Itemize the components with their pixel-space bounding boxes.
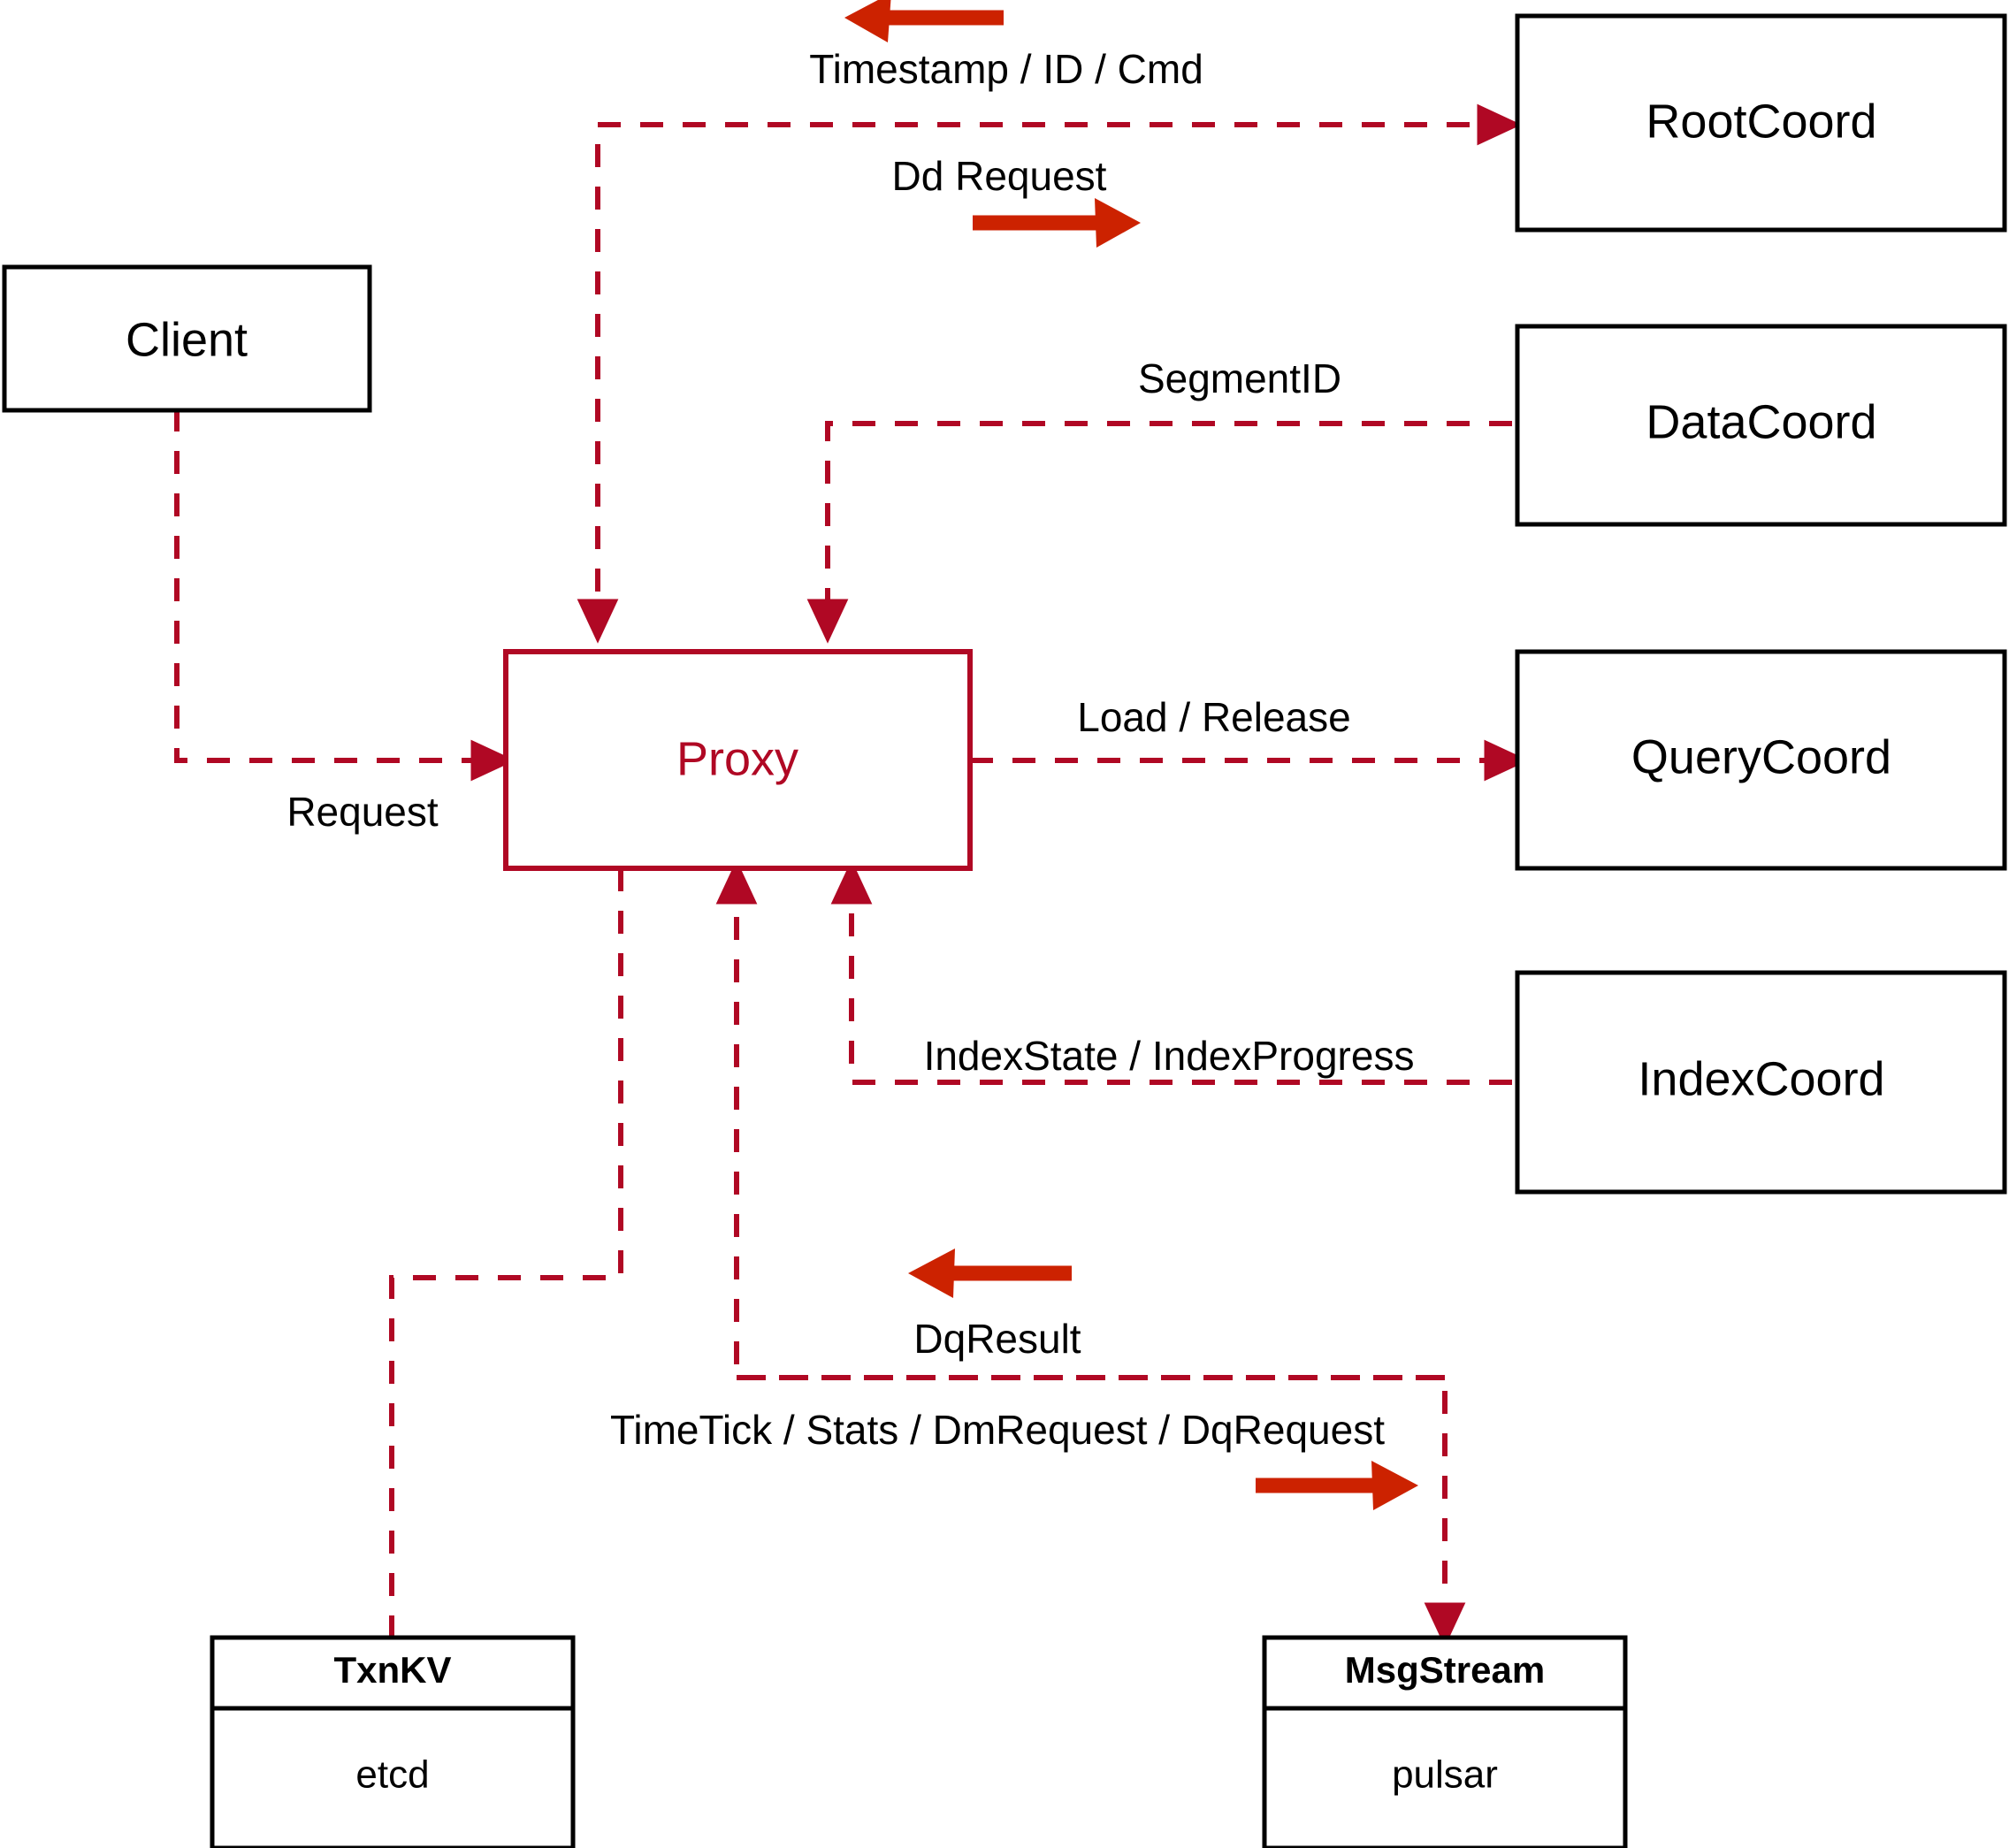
node-txnkv[interactable]: TxnKV etcd — [210, 1635, 576, 1848]
node-proxy[interactable]: Proxy — [503, 649, 973, 871]
rootcoord-label: RootCoord — [1646, 95, 1876, 148]
txnkv-box[interactable] — [210, 1635, 576, 1848]
edge-segment-id — [806, 421, 1512, 644]
edge-request — [174, 409, 516, 782]
datacoord-label: DataCoord — [1646, 395, 1876, 448]
indexcoord-box[interactable] — [1515, 970, 2007, 1195]
msgstream-box[interactable] — [1262, 1635, 1628, 1848]
node-client[interactable]: Client — [2, 264, 372, 413]
node-querycoord[interactable]: QueryCoord — [1515, 649, 2007, 871]
edge-timestamp-id-cmd — [577, 122, 1512, 644]
dd-request-direction-arrow — [973, 198, 1141, 248]
label-index-state-progress: IndexState / IndexProgress — [924, 1033, 1415, 1079]
edge-label-group: Timestamp / ID / Cmd Dd Request SegmentI… — [286, 46, 1414, 1453]
txnkv-label: TxnKV — [333, 1649, 451, 1691]
msgstream-label: MsgStream — [1345, 1649, 1545, 1691]
label-segment-id: SegmentID — [1138, 355, 1341, 401]
querycoord-box[interactable] — [1515, 649, 2007, 871]
node-indexcoord[interactable]: IndexCoord — [1515, 970, 2007, 1195]
label-timestamp-id-cmd: Timestamp / ID / Cmd — [809, 46, 1203, 92]
msgstream-sublabel: pulsar — [1392, 1753, 1498, 1797]
proxy-label: Proxy — [676, 732, 798, 785]
label-request: Request — [286, 789, 439, 835]
timetick-direction-arrow — [1256, 1461, 1418, 1510]
label-load-release: Load / Release — [1077, 694, 1350, 740]
label-timetick-stats: TimeTick / Stats / DmRequest / DqRequest — [610, 1407, 1385, 1453]
dqresult-direction-arrow — [908, 1249, 1072, 1298]
rootcoord-box[interactable] — [1515, 13, 2007, 233]
querycoord-label: QueryCoord — [1631, 730, 1891, 783]
edge-index-state-progress — [830, 859, 1512, 1085]
datacoord-box[interactable] — [1515, 324, 2007, 527]
node-msgstream[interactable]: MsgStream pulsar — [1262, 1635, 1628, 1848]
proxy-box[interactable] — [503, 649, 973, 871]
timestamp-direction-arrow — [844, 0, 1004, 42]
edge-proxy-to-txnkv — [389, 868, 623, 1638]
indexcoord-label: IndexCoord — [1638, 1052, 1884, 1105]
client-label: Client — [126, 313, 248, 366]
node-datacoord[interactable]: DataCoord — [1515, 324, 2007, 527]
label-dd-request: Dd Request — [892, 153, 1107, 199]
label-dq-result: DqResult — [913, 1316, 1081, 1362]
node-rootcoord[interactable]: RootCoord — [1515, 13, 2007, 233]
client-box[interactable] — [2, 264, 372, 413]
txnkv-sublabel: etcd — [355, 1753, 429, 1797]
edge-dq-result — [715, 859, 1445, 1380]
